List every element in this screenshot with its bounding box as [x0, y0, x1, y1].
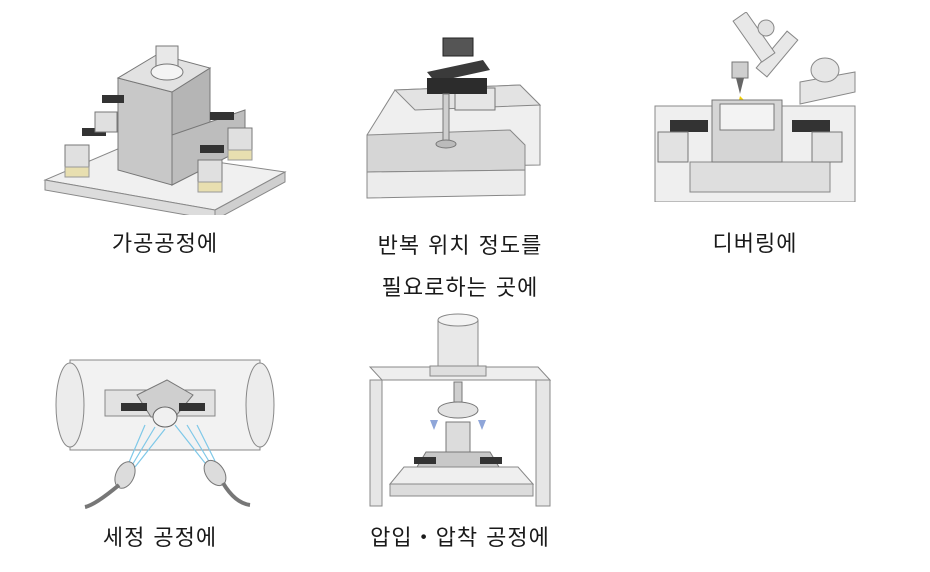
machining-illustration: [40, 40, 290, 215]
caption-washing: 세정 공정에: [45, 520, 275, 552]
deburring-illustration: [650, 12, 860, 202]
caption-line: 가공공정에: [111, 232, 219, 257]
caption-deburring: 디버링에: [650, 226, 860, 258]
caption-press-fit: 압입・압착 공정에: [340, 520, 580, 552]
caption-repeat-accuracy: 반복 위치 정도를 필요로하는 곳에: [340, 226, 580, 310]
caption-machining: 가공공정에: [40, 226, 290, 258]
caption-line: 디버링에: [712, 232, 798, 257]
repeat-accuracy-illustration: [355, 30, 560, 205]
caption-line: 압입・압착 공정에: [370, 526, 550, 551]
press-fit-illustration: [368, 312, 553, 512]
caption-line: 반복 위치 정도를: [377, 234, 543, 259]
washing-illustration: [55, 355, 275, 510]
caption-line: 세정 공정에: [102, 526, 218, 551]
caption-line: 필요로하는 곳에: [381, 276, 539, 301]
